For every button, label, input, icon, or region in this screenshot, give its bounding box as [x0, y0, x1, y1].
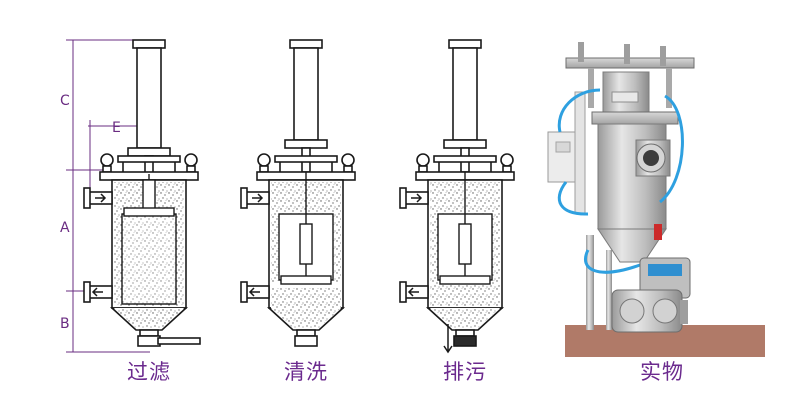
- cylinder-cap: [448, 39, 482, 49]
- dimension-a-label: A: [60, 220, 70, 236]
- lifting-eye-icon: [341, 153, 355, 167]
- lifting-eye-icon: [416, 153, 430, 167]
- unit-photo: [547, 42, 765, 357]
- dimension-lines: [66, 39, 176, 353]
- unit-clean: [240, 39, 356, 347]
- drain-arrow-icon: [443, 324, 453, 354]
- caption-clean: 清洗: [284, 360, 328, 384]
- caption-drain: 排污: [443, 360, 487, 384]
- cylinder-cap: [132, 39, 166, 49]
- air-cylinder: [136, 47, 162, 149]
- dimension-c-label: C: [60, 93, 70, 109]
- lifting-eye-icon: [184, 153, 198, 167]
- lifting-eye-icon: [257, 153, 271, 167]
- unit-drain: [399, 39, 515, 354]
- caption-photo: 实物: [640, 360, 684, 384]
- drain-valve: [294, 335, 318, 347]
- air-cylinder: [293, 47, 319, 141]
- dimension-b-label: B: [60, 316, 70, 332]
- dimension-e-label: E: [112, 120, 121, 136]
- valve-handle: [157, 337, 201, 345]
- scraper: [439, 275, 491, 285]
- air-hose: [557, 88, 601, 133]
- caption-filter: 过滤: [127, 360, 171, 384]
- lifting-eye-icon: [500, 153, 514, 167]
- drain-valve: [137, 335, 161, 347]
- air-cylinder: [452, 47, 478, 141]
- scraper: [280, 275, 332, 285]
- cylinder-cap: [289, 39, 323, 49]
- unit-filter: C E A D B: [60, 39, 201, 353]
- drain-valve: [453, 335, 477, 347]
- lifting-eye-icon: [100, 153, 114, 167]
